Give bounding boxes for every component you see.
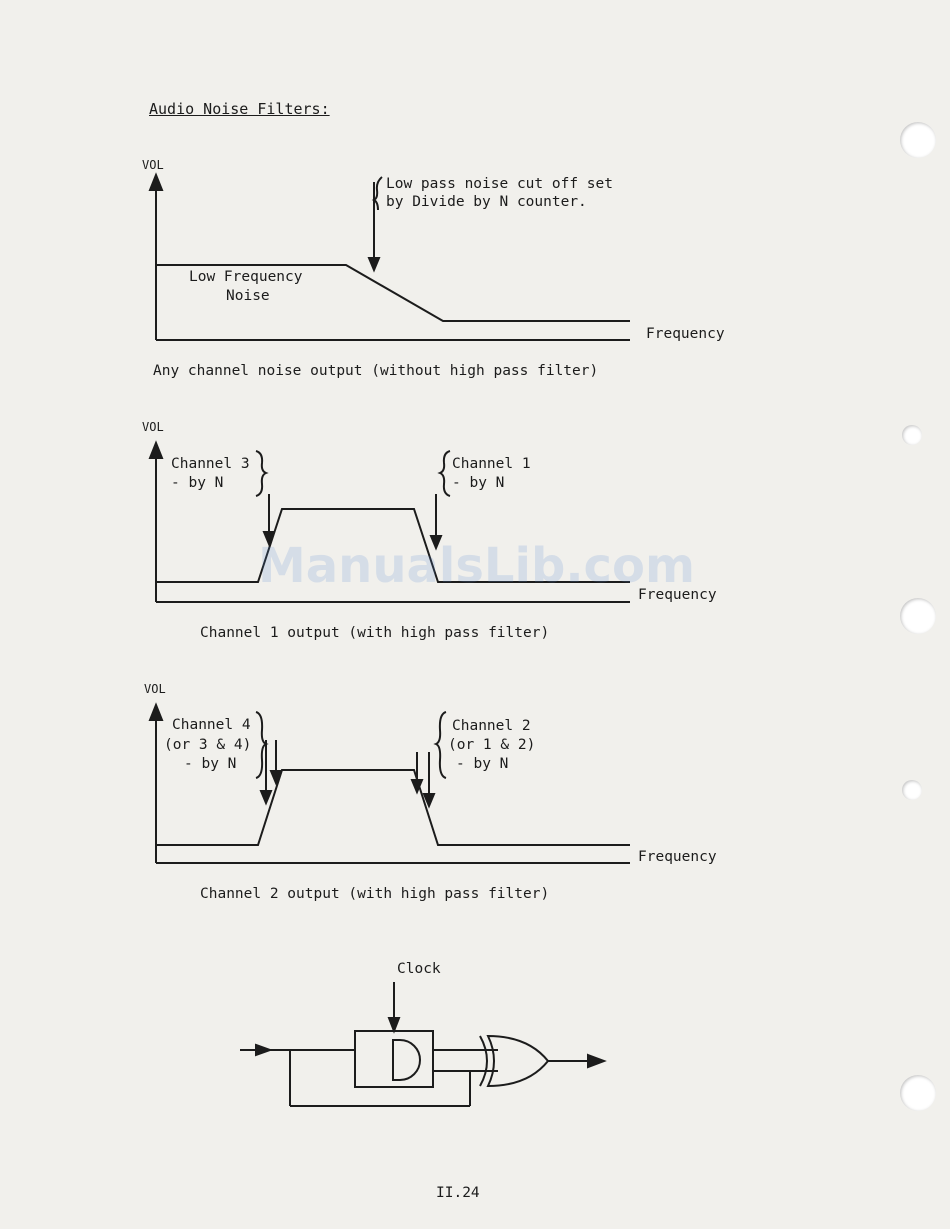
- section-title: Audio Noise Filters:: [149, 100, 330, 118]
- d3-left-brace: [255, 711, 269, 779]
- circuit-clock-arrowhead: [387, 1017, 401, 1034]
- d1-annotation-arrowhead: [367, 257, 381, 273]
- d2-right-arrowhead: [429, 535, 443, 551]
- d3-left-label-line2: (or 3 & 4): [164, 737, 252, 753]
- d2-y-axis-arrow: [148, 440, 164, 459]
- d2-ylabel: VOL: [142, 420, 164, 434]
- circuit-inner-gate: [392, 1039, 421, 1081]
- circuit-xor-gate: [486, 1034, 550, 1088]
- d2-response-curve: [156, 508, 630, 583]
- d3-caption: Channel 2 output (with high pass filter): [200, 886, 550, 902]
- d1-region-label-line1: Low Frequency: [189, 269, 303, 285]
- d3-xlabel: Frequency: [638, 849, 717, 865]
- watermark: ManualsLib.com: [258, 538, 695, 594]
- d2-left-label-line2: - by N: [171, 475, 224, 491]
- d3-ylabel: VOL: [144, 682, 166, 696]
- d2-left-label-line1: Channel 3: [171, 456, 250, 472]
- d3-right-label-line3: - by N: [456, 756, 509, 772]
- d3-left-label-line3: - by N: [184, 756, 237, 772]
- d1-region-label-line2: Noise: [226, 288, 270, 304]
- d3-right-label-line1: Channel 2: [452, 718, 531, 734]
- d2-right-label-line2: - by N: [452, 475, 505, 491]
- binder-hole: [900, 122, 936, 158]
- page-number: II.24: [436, 1185, 480, 1201]
- d3-response-curve: [156, 769, 630, 846]
- d1-xlabel: Frequency: [646, 326, 725, 342]
- d3-right-arrowhead-a: [410, 779, 424, 795]
- d3-left-label-line1: Channel 4: [172, 717, 251, 733]
- d3-y-axis-arrow: [148, 702, 164, 721]
- d3-right-brace: [433, 711, 447, 779]
- d1-annotation-line1: Low pass noise cut off set: [386, 176, 613, 192]
- d2-caption: Channel 1 output (with high pass filter): [200, 625, 550, 641]
- circuit-input-arrow: [255, 1043, 273, 1057]
- binder-hole: [902, 425, 922, 445]
- circuit-clock-label: Clock: [397, 961, 441, 977]
- binder-hole: [902, 780, 922, 800]
- circuit-output-arrow: [587, 1053, 607, 1069]
- binder-hole: [900, 598, 936, 634]
- d2-right-label-line1: Channel 1: [452, 456, 531, 472]
- d2-left-brace: [255, 450, 269, 497]
- d3-left-arrowhead-b: [269, 770, 283, 786]
- d2-left-arrowhead: [262, 531, 276, 547]
- d3-left-arrowhead-a: [259, 790, 273, 806]
- circuit-xor-back: [479, 1035, 488, 1087]
- d1-ylabel: VOL: [142, 158, 164, 172]
- d1-y-axis-arrow: [148, 172, 164, 191]
- binder-hole: [900, 1075, 936, 1111]
- d3-right-arrowhead-b: [422, 793, 436, 809]
- d1-response-curve: [156, 264, 630, 322]
- d2-xlabel: Frequency: [638, 587, 717, 603]
- d1-caption: Any channel noise output (without high p…: [153, 363, 599, 379]
- d2-right-brace: [437, 450, 451, 497]
- d1-brace: [371, 176, 383, 211]
- d3-right-label-line2: (or 1 & 2): [448, 737, 536, 753]
- d1-annotation-line2: by Divide by N counter.: [386, 194, 587, 210]
